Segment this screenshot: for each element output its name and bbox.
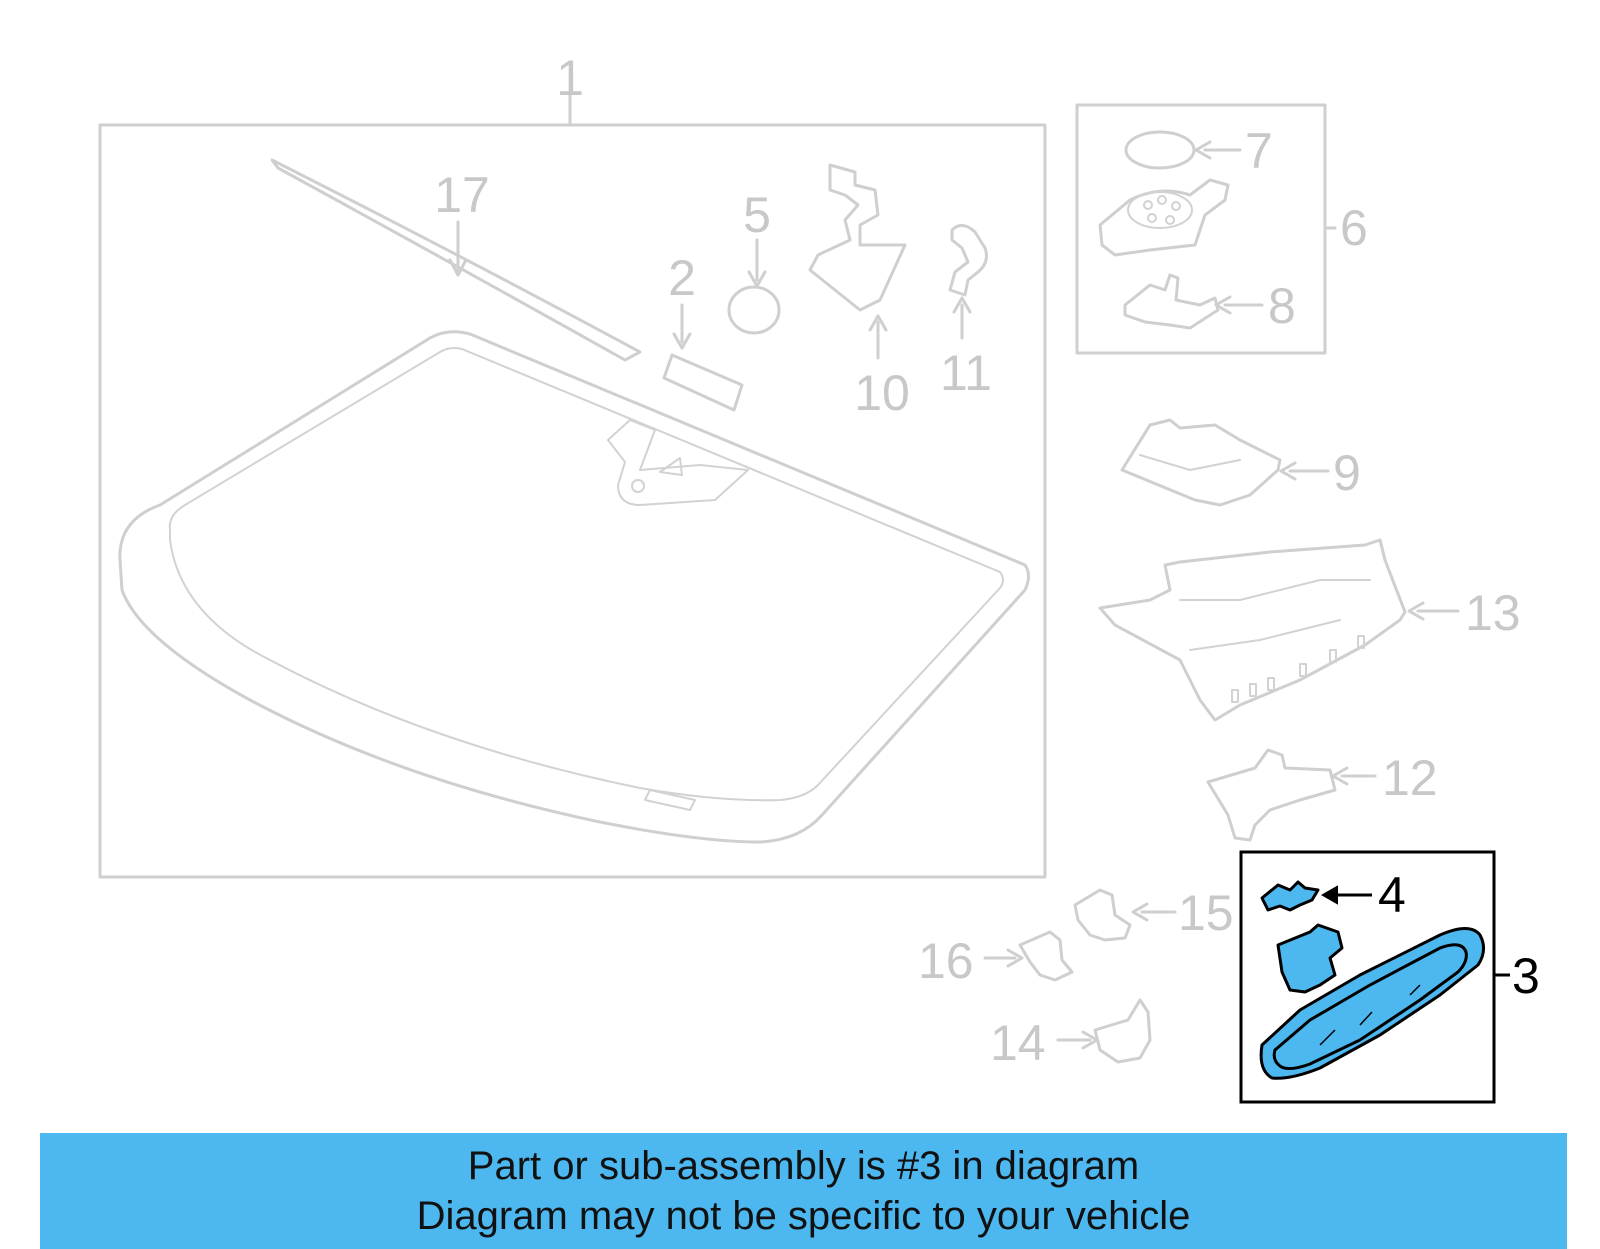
callout-4: 4 (1378, 867, 1406, 923)
mirror-mount[interactable] (1276, 923, 1344, 994)
part-10-sensor (808, 163, 907, 312)
callout-12: 12 (1382, 750, 1438, 806)
callout-3: 3 (1512, 948, 1540, 1004)
part-15-cover (1073, 888, 1132, 942)
callout-2: 2 (668, 250, 696, 306)
part-4-clip[interactable] (1260, 880, 1320, 912)
part-12-group: 12 (1206, 748, 1438, 842)
part-16-cover (1018, 930, 1074, 982)
windshield-glass-inner (168, 347, 1004, 802)
callout-14: 14 (990, 1015, 1046, 1071)
part-9-module (1120, 418, 1282, 507)
callout-17: 17 (434, 167, 490, 223)
callout-10: 10 (854, 365, 910, 421)
banner-line-2: Diagram may not be specific to your vehi… (416, 1194, 1191, 1238)
molding-strip (270, 158, 642, 362)
banner-line-1: Part or sub-assembly is #3 in diagram (467, 1144, 1140, 1188)
callout-5: 5 (743, 187, 771, 243)
callout-8: 8 (1268, 278, 1296, 334)
part-9-module-group: 9 (1120, 418, 1361, 507)
mirror-housing[interactable] (1259, 927, 1485, 1080)
part-14-cover (1093, 998, 1152, 1064)
part-7-seal (1124, 130, 1196, 170)
part-8-bracket (1123, 273, 1220, 330)
callout-6: 6 (1340, 200, 1368, 256)
callout-1: 1 (556, 50, 584, 106)
group-box-3 (1239, 850, 1496, 1104)
part-12-bracket (1206, 748, 1337, 842)
part-5-disc (727, 285, 781, 335)
group-box-1 (98, 123, 1047, 879)
info-banner: Part or sub-assembly is #3 in diagram Di… (40, 1133, 1567, 1249)
callout-15: 15 (1178, 885, 1234, 941)
mirror-assembly-highlight[interactable]: 3 4 (1239, 850, 1540, 1104)
callout-9: 9 (1333, 445, 1361, 501)
callout-11: 11 (940, 345, 992, 401)
windshield-glass-outer (118, 330, 1030, 844)
glass-label (644, 789, 696, 811)
mirror-mount-bracket (607, 419, 749, 506)
callout-7: 7 (1245, 123, 1273, 179)
sensor-assembly: 6 7 8 (1075, 103, 1368, 355)
part-11-clip (948, 224, 988, 297)
part-13-console-group: 13 (1098, 538, 1521, 722)
part-2-pad (662, 353, 744, 412)
part-13-console (1098, 538, 1407, 722)
windshield-assembly: 1 17 2 5 10 11 (98, 50, 1047, 879)
callout-16: 16 (918, 933, 974, 989)
callout-13: 13 (1465, 585, 1521, 641)
mirror-glass (1272, 943, 1468, 1071)
small-covers-group: 15 16 14 (918, 885, 1234, 1071)
